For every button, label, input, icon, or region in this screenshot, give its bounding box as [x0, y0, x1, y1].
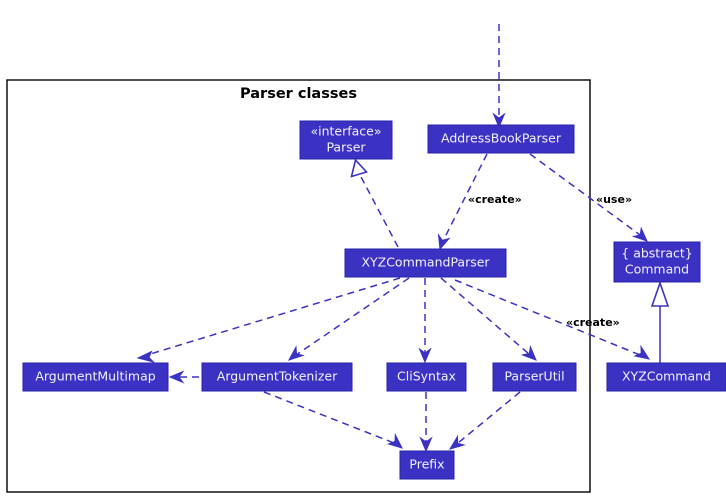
class-node-argument-multimap[interactable]: ArgumentMultimap [22, 362, 169, 392]
class-node-box[interactable] [22, 362, 169, 392]
edge-external-to-address-book-parser [492, 24, 506, 129]
package-frame [6, 79, 591, 493]
class-node-label: Parser [326, 140, 366, 155]
edge-cli-syntax-to-prefix [419, 392, 433, 453]
class-node-label: ParserUtil [504, 369, 564, 384]
package-title: Parser classes [240, 86, 357, 102]
class-node-parser-util[interactable]: ParserUtil [492, 362, 577, 392]
edge-address-book-parser-uses-command [529, 153, 648, 242]
class-node-interface-parser[interactable]: «interface»Parser [299, 120, 393, 160]
class-node-label: Command [625, 262, 689, 277]
class-node-box[interactable] [606, 362, 726, 392]
edge-xyz-command-parser-to-argument-multimap [136, 277, 401, 363]
class-node-xyz-command[interactable]: XYZCommand [606, 362, 726, 392]
edge-parser-util-to-prefix [448, 391, 521, 450]
class-node-xyz-command-parser[interactable]: XYZCommandParser [344, 248, 507, 278]
class-node-address-book-parser[interactable]: AddressBookParser [427, 124, 575, 154]
edge-argument-tokenizer-to-prefix [263, 391, 403, 449]
class-node-label: «interface» [310, 124, 381, 139]
class-node-label: XYZCommandParser [361, 255, 490, 270]
edges-layer: XYZCommandParser --> Command --> Argumen… [136, 24, 670, 453]
edge-address-book-parser-creates-xyz-command-parser [437, 153, 488, 251]
class-node-label: { abstract} [621, 246, 692, 261]
edge-xyz-command-parser-to-argument-tokenizer [287, 277, 410, 361]
edge-labels-layer: «create» «use» «create» [468, 193, 632, 329]
label-use-command: «use» [596, 193, 632, 206]
class-node-label: ArgumentTokenizer [217, 369, 338, 384]
class-node-box[interactable] [386, 362, 467, 392]
class-node-label: XYZCommand [622, 369, 711, 384]
class-node-abstract-command[interactable]: { abstract}Command [613, 241, 701, 283]
edge-xyz-command-parser-creates-xyz-command [454, 279, 651, 360]
class-node-label: CliSyntax [397, 369, 456, 384]
edge-xyz-command-parser-to-cli-syntax [418, 278, 432, 364]
class-node-box[interactable] [344, 248, 507, 278]
class-node-argument-tokenizer[interactable]: ArgumentTokenizer [201, 362, 353, 392]
class-node-box[interactable] [201, 362, 353, 392]
class-node-box[interactable] [399, 450, 455, 480]
class-node-box[interactable] [427, 124, 575, 154]
class-node-box[interactable] [492, 362, 577, 392]
class-node-box[interactable] [299, 120, 393, 160]
class-node-label: ArgumentMultimap [35, 369, 155, 384]
class-node-cli-syntax[interactable]: CliSyntax [386, 362, 467, 392]
edge-argument-tokenizer-to-argument-multimap [168, 370, 199, 384]
edge-xyz-command-parser-to-parser-util [440, 277, 537, 361]
edge-xyz-command-extends-command [650, 280, 670, 363]
class-node-box[interactable] [613, 241, 701, 283]
class-node-prefix[interactable]: Prefix [399, 450, 455, 480]
label-create-xyz-command: «create» [566, 316, 620, 329]
class-node-label: Prefix [409, 457, 444, 472]
class-node-label: AddressBookParser [441, 131, 562, 146]
nodes-layer: «interface»Parser AddressBookParserXYZCom… [22, 120, 726, 480]
label-create-address-book-parser: «create» [468, 193, 522, 206]
edge-xyz-command-parser-implements-parser [350, 158, 399, 248]
